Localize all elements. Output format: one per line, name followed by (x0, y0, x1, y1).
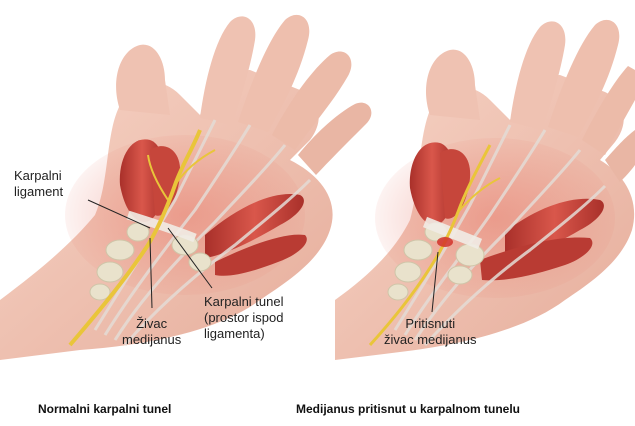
label-compressed-nerve: Pritisnuti živac medijanus (384, 316, 477, 348)
right-nerve-compression (437, 237, 453, 247)
caption-normal-tunnel: Normalni karpalni tunel (38, 402, 171, 416)
right-hand-thumb (426, 50, 480, 120)
caption-compressed-tunnel: Medijanus pritisnut u karpalnom tunelu (296, 402, 520, 416)
label-carpal-ligament: Karpalni ligament (14, 168, 63, 200)
label-median-nerve-left: Živac medijanus (122, 316, 181, 348)
label-carpal-tunnel: Karpalni tunel (prostor ispod ligamenta) (204, 294, 284, 342)
right-hand (335, 20, 635, 360)
left-hand-thumb (116, 45, 170, 115)
